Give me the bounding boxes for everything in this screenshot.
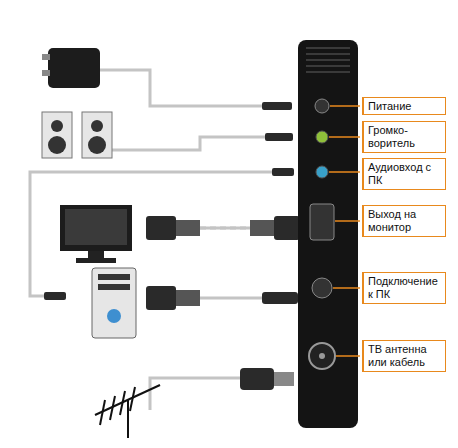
- callout-box: Питание: [362, 97, 446, 116]
- callout-box: Выход на монитор: [362, 205, 446, 236]
- callout-box: Громко- воритель: [362, 121, 446, 152]
- callout-label: Выход на монитор: [368, 208, 441, 233]
- callout-label: Громко- воритель: [368, 124, 441, 149]
- callout-label: ТВ антенна или кабель: [368, 343, 441, 368]
- callout-label: Аудиовход с ПК: [368, 161, 441, 186]
- callout-box: ТВ антенна или кабель: [362, 340, 446, 371]
- callout-label: Питание: [368, 100, 441, 113]
- callout-box: Подключение к ПК: [362, 272, 446, 303]
- callout-label: Подключение к ПК: [368, 275, 441, 300]
- callout-box: Аудиовход с ПК: [362, 158, 446, 189]
